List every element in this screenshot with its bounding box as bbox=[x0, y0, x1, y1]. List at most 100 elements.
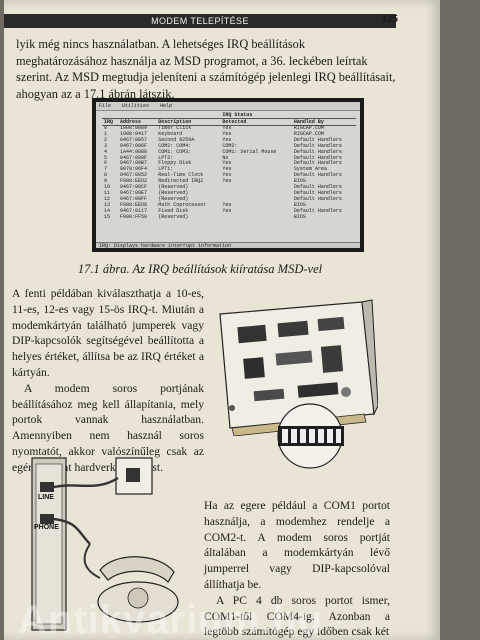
irq-row: 10 0467:00CF (Reserved) Default Handlers bbox=[102, 184, 356, 191]
irq-cell: 0467:0052 bbox=[120, 172, 148, 179]
paragraph-com-ports: A PC 4 db soros portot ismer, COM1-től C… bbox=[204, 593, 390, 639]
irq-cell: 0467:00B7 bbox=[120, 160, 148, 167]
irq-cell: Yes bbox=[222, 125, 232, 131]
irq-cell: BIOS bbox=[293, 201, 306, 208]
irq-cell: Keyboard bbox=[158, 130, 183, 137]
irq-cell: Default Handlers bbox=[293, 184, 342, 191]
paragraph-com-assign: Ha az egere például a COM1 portot haszná… bbox=[204, 499, 390, 591]
irq-cell: Default Handlers bbox=[293, 154, 342, 161]
irq-cell: F000:FF50 bbox=[120, 213, 148, 220]
irq-cell: 15 bbox=[104, 213, 111, 220]
running-header: MODEM TELEPÍTÉSE bbox=[4, 14, 396, 28]
irq-cell: 9 bbox=[104, 178, 108, 185]
book-page: MODEM TELEPÍTÉSE 135 lyik még nincs hasz… bbox=[4, 0, 440, 640]
irq-cell: 13 bbox=[104, 201, 111, 208]
irq-cell: 0467:0057 bbox=[120, 136, 148, 143]
right-column-text: Ha az egere például a COM1 portot haszná… bbox=[204, 498, 390, 640]
irq-cell: LPT2: bbox=[158, 154, 174, 161]
paragraph-serial-port: A modem soros portjának beállításához me… bbox=[12, 381, 204, 474]
irq-cell: Default Handlers bbox=[293, 148, 342, 155]
line-jack-label: LINE bbox=[38, 494, 54, 501]
irq-cell: 12 bbox=[104, 195, 111, 202]
irq-cell: (Reserved) bbox=[158, 195, 189, 202]
irq-cell: 3 bbox=[104, 142, 108, 149]
msd-menu-bar: File Utilities Help bbox=[96, 102, 360, 111]
irq-cell: COM1: COM3: bbox=[158, 148, 192, 155]
irq-cell: COM2: bbox=[222, 142, 238, 149]
irq-cell: 1 bbox=[104, 130, 108, 137]
irq-cell: Fixed Disk bbox=[158, 207, 189, 214]
phone-connection-illustration bbox=[31, 457, 179, 631]
watermark: Antikvarium.hu bbox=[18, 598, 324, 640]
irq-cell: COM2: COM4: bbox=[158, 142, 192, 149]
col-detected: Detected bbox=[220, 118, 292, 126]
irq-row: 5 0467:009F LPT2: No Default Handlers bbox=[102, 154, 356, 162]
irq-cell: 1A44:0088 bbox=[120, 148, 148, 155]
irq-cell: LPT1: bbox=[158, 166, 174, 173]
menu-utilities: Utilities bbox=[122, 103, 150, 109]
irq-cell: 1000:0417 bbox=[120, 130, 148, 137]
irq-cell: 7 bbox=[104, 166, 108, 173]
irq-cell: (Reserved) bbox=[158, 189, 189, 196]
irq-cell: 5 bbox=[104, 154, 108, 161]
paragraph-irq-choice: A fenti példában kiválaszthatja a 10-es,… bbox=[12, 287, 204, 379]
irq-cell: Yes bbox=[222, 178, 232, 185]
irq-cell: 10 bbox=[104, 184, 111, 191]
left-column-text: A fenti példában kiválaszthatja a 10-es,… bbox=[12, 286, 204, 476]
irq-header-row: IRQ Address Description Detected Handled… bbox=[102, 118, 356, 126]
irq-cell: Floppy Disk bbox=[158, 160, 192, 167]
irq-cell: Default Handlers bbox=[293, 195, 342, 202]
irq-cell: 11 bbox=[104, 189, 111, 196]
msd-screenshot: File Utilities Help IRQ Status IRQ Addre… bbox=[92, 98, 364, 252]
irq-cell: Second 8259A bbox=[158, 136, 195, 143]
page-number: 135 bbox=[381, 14, 398, 25]
irq-cell: COM1: Serial Mouse bbox=[222, 148, 277, 155]
irq-cell: 14 bbox=[104, 207, 111, 214]
irq-cell: System Area bbox=[293, 166, 327, 173]
irq-cell: 4 bbox=[104, 148, 108, 155]
irq-cell: Math Coprocessor bbox=[158, 201, 207, 208]
irq-cell: Redirected IRQ2 bbox=[158, 178, 204, 185]
col-address: Address bbox=[118, 118, 157, 126]
irq-status-heading: IRQ Status bbox=[220, 112, 292, 119]
irq-table: IRQ Status IRQ Address Description Detec… bbox=[102, 112, 356, 221]
irq-cell: Yes bbox=[222, 201, 232, 208]
irq-cell: 0 bbox=[104, 125, 108, 131]
irq-cell: No bbox=[222, 154, 229, 161]
irq-cell: Yes bbox=[222, 166, 232, 173]
irq-cell: 1000:0089 bbox=[120, 125, 148, 131]
irq-cell: BIOS bbox=[293, 178, 306, 185]
irq-cell: 0467:00FF bbox=[120, 195, 148, 202]
irq-cell: 0467:00CF bbox=[120, 184, 148, 191]
intro-paragraph: lyik még nincs használatban. A lehetsége… bbox=[16, 37, 396, 101]
irq-group-row: IRQ Status bbox=[102, 112, 356, 119]
menu-help: Help bbox=[160, 103, 173, 109]
irq-cell: Default Handlers bbox=[293, 142, 342, 149]
irq-cell: RIGCAP.COM bbox=[293, 125, 324, 131]
msd-status-bar: IRQ: Displays hardware interrupt informa… bbox=[96, 242, 360, 248]
irq-cell: (Reserved) bbox=[158, 213, 189, 220]
irq-cell: Real-Time Clock bbox=[158, 172, 204, 179]
irq-cell: Default Handlers bbox=[293, 172, 342, 179]
menu-file: File bbox=[99, 103, 112, 109]
irq-cell: RIGCAP.COM bbox=[293, 130, 324, 137]
irq-row: 12 0467:00FF (Reserved) Default Handlers bbox=[102, 195, 356, 203]
irq-cell: 0467:009F bbox=[120, 154, 148, 161]
chapter-title: MODEM TELEPÍTÉSE bbox=[151, 16, 249, 26]
irq-cell: Yes bbox=[222, 207, 232, 214]
irq-cell bbox=[220, 215, 292, 221]
irq-cell: Default Handlers bbox=[293, 136, 342, 143]
irq-cell: BIOS bbox=[293, 213, 306, 220]
irq-cell: Yes bbox=[222, 136, 232, 143]
irq-cell: (Reserved) bbox=[158, 184, 189, 191]
